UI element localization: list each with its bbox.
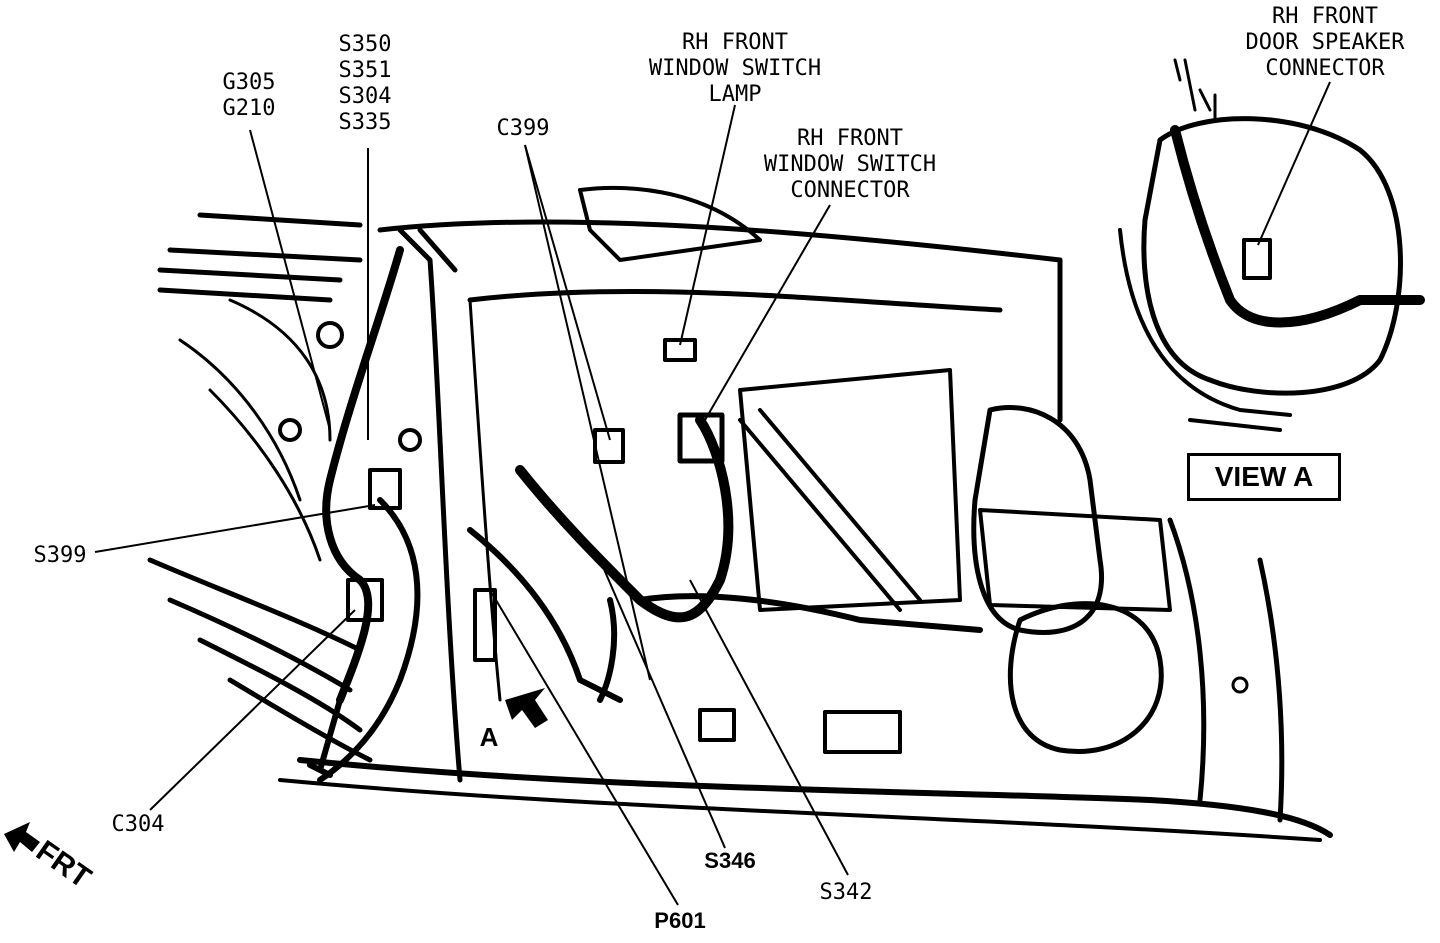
leader-lines (94, 81, 1331, 906)
bolt-hole-2 (316, 321, 344, 349)
lamp-line-3: LAMP (708, 82, 762, 107)
leader-c304 (149, 609, 356, 811)
switch-line-2: WINDOW SWITCH (763, 152, 937, 177)
label-g305-g210: G305 G210 (204, 70, 294, 122)
label-rh-front-window-switch-lamp: RH FRONT WINDOW SWITCH LAMP (620, 30, 850, 108)
label-p601: P601 (654, 908, 706, 933)
leader-s342 (689, 579, 849, 876)
inner-door-panel (738, 368, 962, 612)
label-s335: S335 (338, 110, 392, 135)
label-rh-front-window-switch-connector: RH FRONT WINDOW SWITCH CONNECTOR (735, 126, 965, 204)
harness-main (515, 415, 734, 623)
leader-c399b (524, 144, 651, 681)
view-a-arrow (505, 688, 548, 728)
view-a-top-wires (1173, 58, 1217, 122)
label-s304: S304 (338, 84, 392, 109)
switch-line-1: RH FRONT (797, 126, 903, 151)
lower-clip (698, 708, 736, 742)
lower-pocket (1007, 601, 1164, 754)
speaker-pocket (971, 405, 1104, 635)
a-pillar (397, 227, 463, 783)
label-g305: G305 (222, 70, 276, 95)
door-rear-edge (1167, 517, 1285, 823)
view-a-outer (1118, 228, 1292, 432)
harness-lower (467, 527, 623, 703)
view-a-housing (1141, 116, 1403, 396)
bolt-hole-3 (398, 428, 422, 452)
leader-s399 (94, 504, 376, 553)
label-c304: C304 (111, 812, 165, 837)
leader-lamp (679, 104, 736, 346)
leader-p601 (489, 589, 679, 906)
bolt-hole-1 (278, 418, 302, 442)
leader-g305 (249, 129, 331, 431)
c304-connector (346, 578, 384, 622)
label-c399: C399 (496, 116, 550, 141)
view-a-box: VIEW A (1187, 453, 1341, 501)
leader-c399 (524, 144, 611, 441)
lamp-line-2: WINDOW SWITCH (648, 56, 822, 81)
switch-line-3: CONNECTOR (790, 178, 910, 203)
speaker-line-2: DOOR SPEAKER (1245, 30, 1405, 55)
speaker-line-3: CONNECTOR (1265, 56, 1385, 81)
label-s351: S351 (338, 58, 392, 83)
harness-to-c304 (317, 497, 421, 783)
label-s346: S346 (704, 848, 756, 873)
label-s399: S399 (33, 543, 87, 568)
harness-pillar (322, 246, 404, 704)
label-s350-group: S350 S351 S304 S335 (320, 32, 410, 136)
door-lower-edge (297, 757, 1333, 838)
latch-hole (1231, 676, 1249, 694)
lamp-line-1: RH FRONT (682, 30, 788, 55)
front-arrow-icon (4, 822, 40, 852)
speaker-line-1: RH FRONT (1272, 4, 1378, 29)
view-a-harness (1170, 125, 1425, 328)
front-direction-arrow (4, 822, 40, 852)
cowl-lines (157, 212, 363, 303)
view-a-speaker-connector (1242, 238, 1272, 280)
ground-bolt (307, 697, 343, 778)
leader-speaker (1257, 81, 1331, 246)
fender-lines (147, 557, 373, 763)
regulator-arm (738, 408, 922, 612)
label-a-marker: A (479, 722, 499, 752)
leader-s346 (599, 559, 726, 849)
label-g210: G210 (222, 96, 276, 121)
leader-switch (704, 204, 831, 421)
label-s350: S350 (338, 32, 392, 57)
door-frame-outline (377, 219, 1063, 423)
p601-pass-through (473, 588, 497, 662)
label-s342: S342 (819, 880, 873, 905)
door-sill (278, 778, 1322, 842)
lower-block (823, 710, 902, 754)
window-switch-connector (677, 412, 725, 464)
window-opening (578, 186, 762, 262)
s399-splice (368, 468, 402, 510)
inner-fender (178, 298, 332, 562)
label-rh-front-door-speaker-connector: RH FRONT DOOR SPEAKER CONNECTOR (1210, 4, 1440, 82)
window-switch-lamp-connector (663, 338, 697, 362)
latch-panel (978, 508, 1172, 612)
